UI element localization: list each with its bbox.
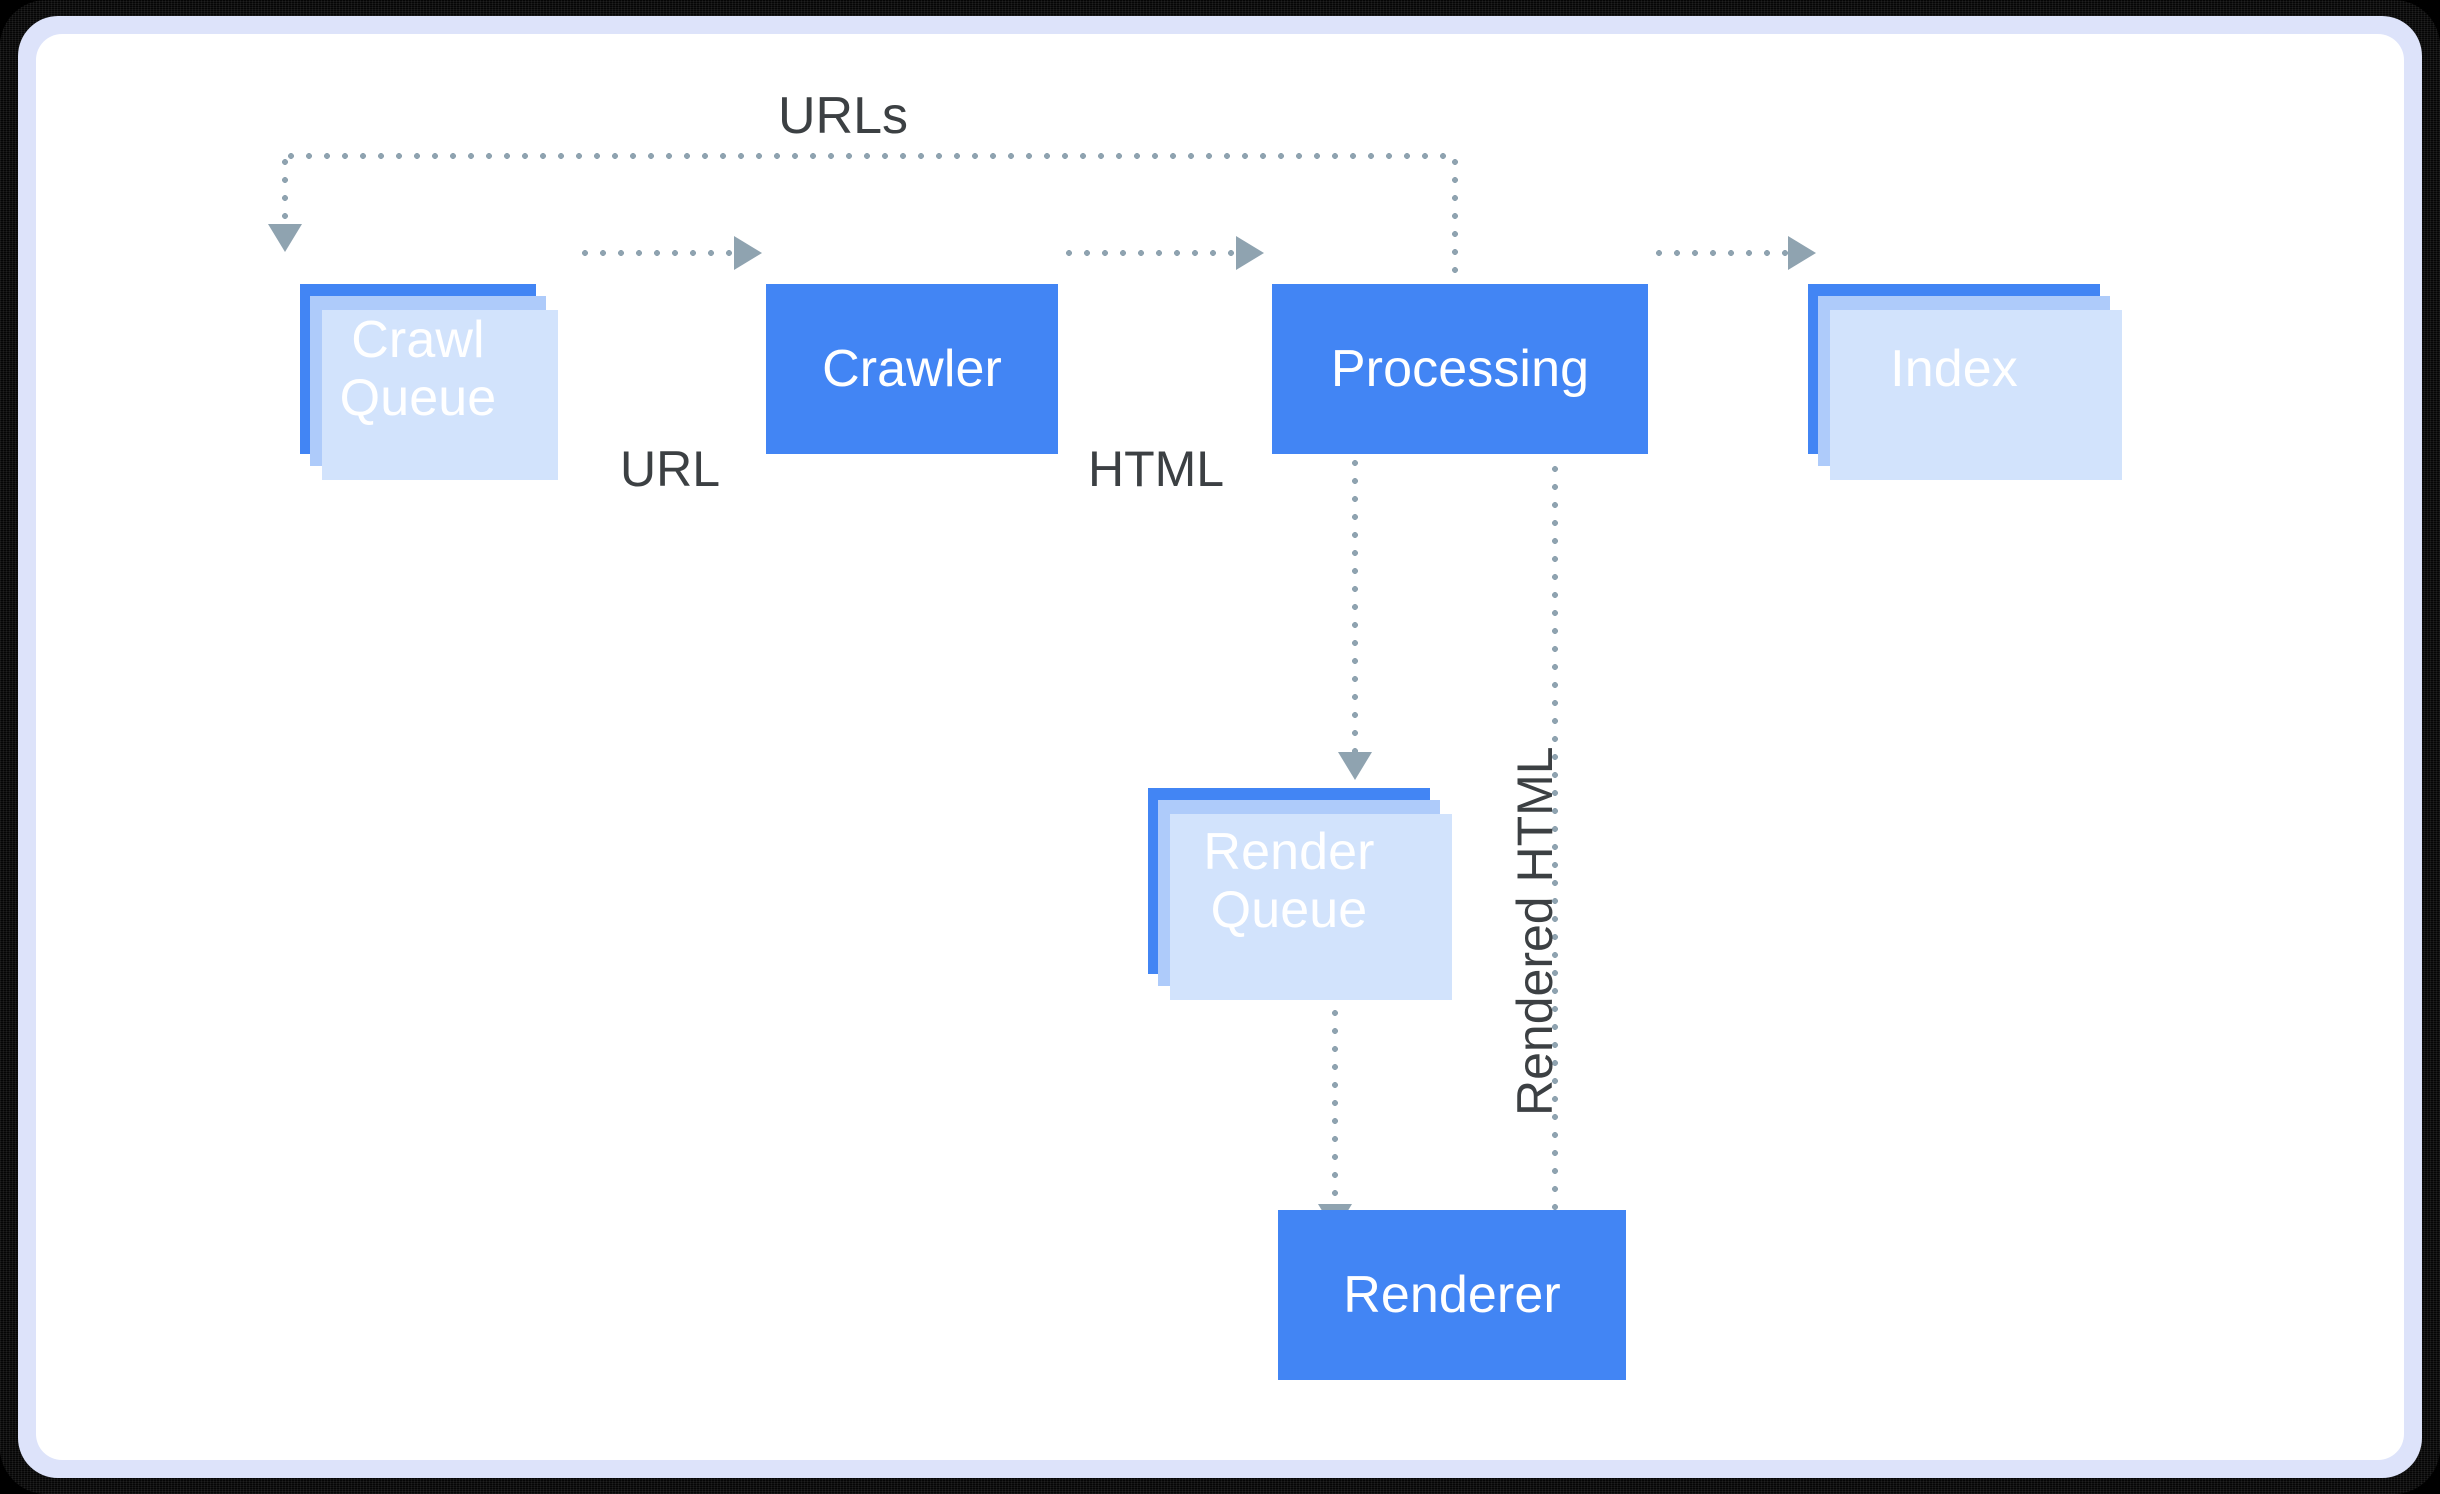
edge-processing-to-index-arrowhead	[1788, 236, 1816, 270]
node-renderer[interactable]: Renderer	[1278, 1210, 1626, 1380]
edge-processing-to-render-queue-line	[1352, 454, 1358, 756]
edge-processing-to-render-queue-arrowhead	[1338, 752, 1372, 780]
edge-crawl-queue-to-crawler-line	[576, 250, 736, 256]
edge-processing-to-index-line	[1650, 250, 1792, 256]
node-crawl-queue-label: Crawl Queue	[339, 310, 497, 427]
node-crawler-label: Crawler	[822, 339, 1002, 398]
edge-processing-to-crawl-queue-left-leg	[282, 153, 288, 228]
edge-label-rendered-html: Rendered HTML	[1507, 746, 1563, 1116]
diagram-canvas: Crawl Queue Crawler Processing Index Ren…	[36, 34, 2404, 1460]
node-processing-label: Processing	[1330, 339, 1590, 398]
edge-processing-to-crawl-queue-right-leg	[1452, 153, 1458, 283]
edge-crawler-to-processing-arrowhead	[1236, 236, 1264, 270]
node-crawl-queue[interactable]: Crawl Queue	[300, 284, 558, 480]
edge-crawler-to-processing-line	[1060, 250, 1238, 256]
edge-label-url: URL	[620, 441, 721, 497]
edge-render-queue-to-renderer-line	[1332, 986, 1338, 1208]
edge-processing-to-crawl-queue-horizontal	[282, 153, 1458, 159]
node-crawler[interactable]: Crawler	[766, 284, 1058, 454]
edge-crawl-queue-to-crawler-arrowhead	[734, 236, 762, 270]
node-render-queue-label: Render Queue	[1203, 822, 1375, 939]
edge-label-html: HTML	[1088, 441, 1225, 497]
node-processing[interactable]: Processing	[1272, 284, 1648, 454]
edge-processing-to-crawl-queue-arrowhead	[268, 224, 302, 252]
edge-label-urls: URLs	[778, 87, 909, 145]
node-index-label: Index	[1890, 339, 2018, 398]
node-renderer-label: Renderer	[1343, 1265, 1561, 1324]
edge-renderer-to-processing-line	[1552, 334, 1558, 1232]
node-render-queue[interactable]: Render Queue	[1148, 788, 1452, 1000]
node-index[interactable]: Index	[1808, 284, 2122, 480]
